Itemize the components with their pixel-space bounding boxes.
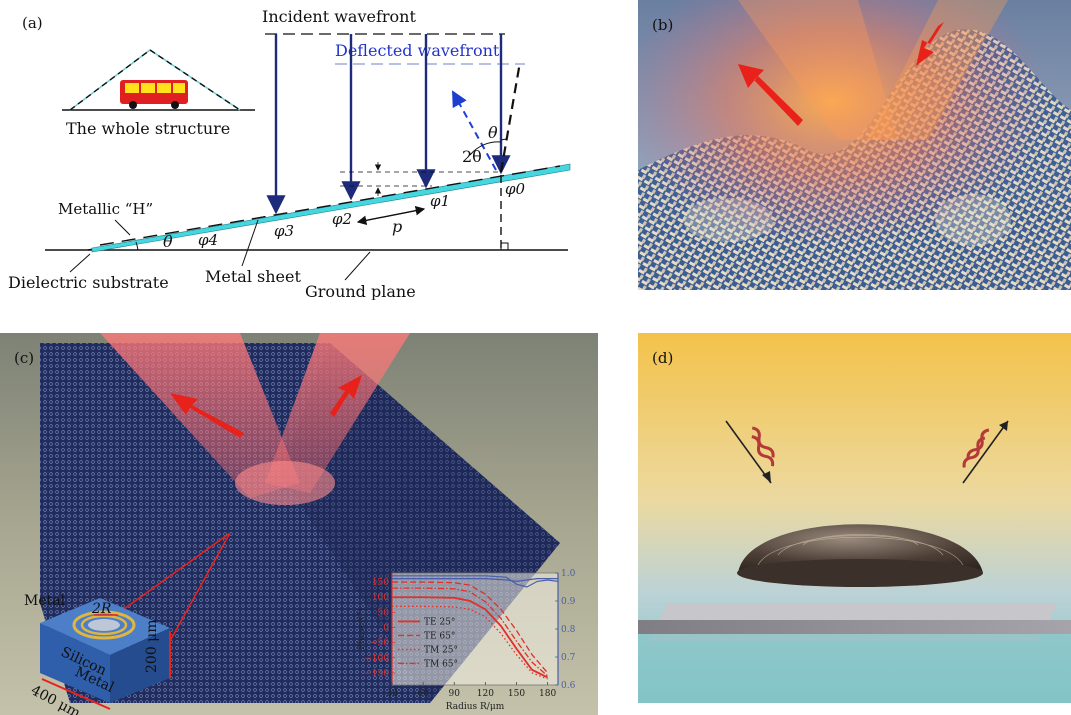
phase-series-line [392,581,549,674]
phi3-label: φ3 [274,222,294,240]
panel-b-label: (b) [652,16,673,34]
x-tick-label: 90 [449,689,461,699]
metal-sheet-label: Metal sheet [205,267,301,286]
phase-chart: 30 60 90 120 150 180 150 100 50 0 −50 −100 −150 1.0 0.… [356,569,576,712]
phase-series-line [392,596,549,679]
whole-structure-label: The whole structure [66,119,230,138]
phase-series-line [392,587,549,677]
legend-entry: TM 25° [424,645,458,655]
legend-entry: TE 65° [424,631,455,641]
panel-b-render: (b) [638,0,1071,290]
phi1-label: φ1 [430,192,450,210]
y-tick-label: 150 [372,578,389,588]
y2-tick-label: 0.8 [561,625,576,635]
panel-a-label: (a) [22,14,43,32]
y-tick-label: 0 [383,623,389,633]
panel-c-label: (c) [14,349,34,367]
y-tick-label: −150 [364,669,389,679]
inset-metal-top-label: Metal [24,593,66,609]
phi0-label: φ0 [505,180,526,198]
theta-label: θ [488,123,498,142]
y2-tick-label: 1.0 [561,569,576,579]
x-tick-label: 60 [417,689,429,699]
inset-radius-label: 2R [91,601,112,617]
two-theta-label: 2θ [462,147,482,166]
dielectric-substrate-label: Dielectric substrate [8,273,169,292]
y2-tick-label: 0.9 [561,597,576,607]
ground-plane-label: Ground plane [305,282,416,300]
bus-icon [120,80,188,109]
panel-d-render: (d) [638,333,1071,703]
x-tick-label: 30 [386,689,398,699]
panel-d-label: (d) [652,349,673,367]
phi4-label: φ4 [198,231,218,249]
inset-height-label: 200 μm [144,619,160,673]
theta-base-label: θ [163,232,173,251]
y-tick-label: −50 [370,639,389,649]
y-tick-label: −100 [364,654,389,664]
incident-wavefront-label: Incident wavefront [262,7,416,26]
x-axis-label: Radius R/μm [446,702,505,712]
y-tick-label: 100 [372,593,389,603]
y2-tick-label: 0.6 [561,681,576,691]
phase-series-line [392,605,548,680]
x-tick-label: 120 [477,689,494,699]
amplitude-series-line [392,578,558,583]
p-label: p [392,217,402,236]
whole-structure-inset [62,49,255,111]
legend-entry: TM 65° [424,659,458,669]
metallic-h-label: Metallic “H” [58,200,153,218]
unit-cell-inset [40,532,231,710]
panel-c-render: (c) Metal 2R Silicon Metal 200 μm 400 μm… [0,333,598,715]
x-tick-label: 150 [508,689,525,699]
x-tick-label: 180 [539,689,556,699]
phi2-label: φ2 [332,210,352,228]
chart-plot-area [391,572,559,686]
y2-tick-label: 0.7 [561,653,576,663]
y-axis-label: Phase/(°) [356,608,367,650]
panel-a-diagram: (a) The whole structure Incident wavefro… [0,0,620,300]
y-tick-label: 50 [378,608,390,618]
deflected-wavefront-label: Deflected wavefront [335,41,500,60]
legend-entry: TE 25° [424,617,455,627]
